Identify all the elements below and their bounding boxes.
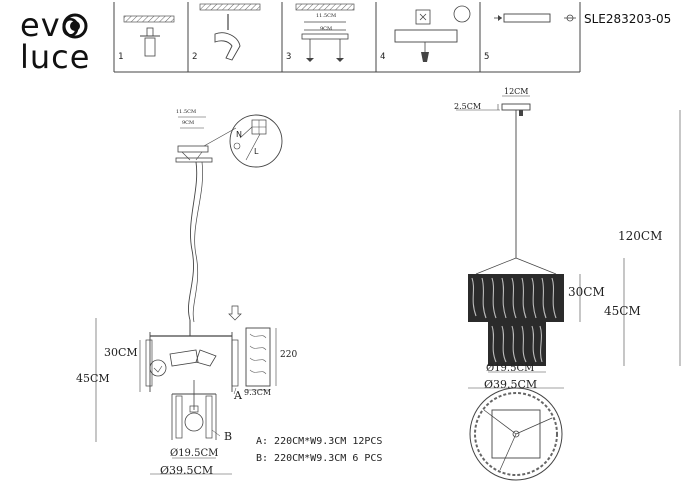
left-diameter-inner-label: Ø19.5CM — [170, 448, 219, 459]
canopy-dim-bottom: 9CM — [182, 120, 195, 126]
right-diameter-outer-label: Ø39.5CM — [484, 378, 538, 391]
canopy-dim-top: 11.5CM — [176, 109, 197, 115]
right-canopy-width-label: 12CM — [504, 87, 529, 96]
left-height-outer-label: 45CM — [76, 372, 110, 385]
left-height-inner-label: 30CM — [104, 346, 138, 359]
wire-label-n: N — [236, 130, 242, 139]
right-height-outer-label: 45CM — [604, 304, 641, 318]
right-canopy-height-label: 2.5CM — [454, 102, 482, 111]
step3-dim-top: 11.5CM — [316, 13, 337, 19]
logo-target-icon — [62, 13, 88, 39]
panel-width-label: 9.3CM — [244, 388, 272, 397]
spec-line-b: B: 220CM*W9.3CM 6 PCS — [256, 453, 383, 464]
spec-line-a: A: 220CM*W9.3CM 12PCS — [256, 436, 383, 447]
right-diameter-inner-label: Ø19.5CM — [486, 363, 535, 374]
panel-height-label: 220 — [280, 350, 298, 360]
panel-tag-b: B — [224, 430, 233, 443]
step1-ceiling-drill-icon — [123, 15, 175, 57]
wire-label-l: L — [254, 147, 259, 156]
step3-dim-bottom: 9CM — [320, 26, 333, 32]
step-number-3: 3 — [286, 52, 292, 62]
step-number-1: 1 — [118, 52, 124, 62]
panel-tag-a: A — [234, 389, 242, 402]
logo-line-2: luce — [20, 38, 91, 76]
step-number-2: 2 — [192, 52, 198, 62]
right-height-inner-label: 30CM — [568, 285, 605, 299]
step5-finished-canopy-icon — [494, 13, 576, 23]
step4-canopy-wiring-icon — [394, 5, 471, 62]
product-code: SLE283203-05 — [584, 12, 672, 26]
installation-steps-strip — [113, 2, 581, 73]
step-number-5: 5 — [484, 52, 490, 62]
left-diameter-outer-label: Ø39.5CM — [160, 464, 214, 477]
right-total-height-label: 120CM — [618, 229, 663, 243]
step2-anchor-hammer-icon — [199, 3, 261, 61]
step3-mounting-bar-icon — [295, 3, 355, 62]
step-number-4: 4 — [380, 52, 386, 62]
